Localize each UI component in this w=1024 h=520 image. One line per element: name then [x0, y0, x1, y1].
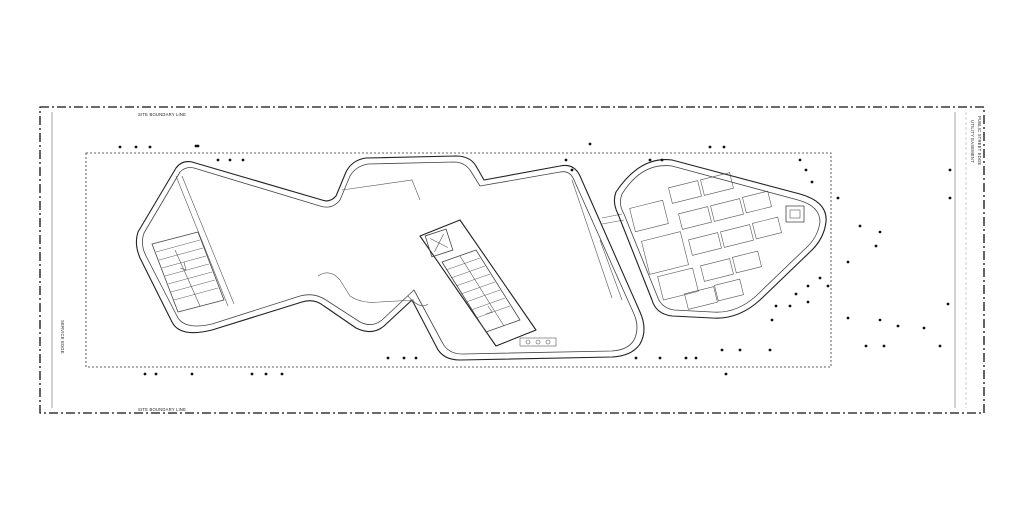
column-dot — [118, 145, 122, 149]
column-dot — [896, 324, 900, 328]
setback-line — [85, 152, 832, 368]
column-dot — [826, 284, 830, 288]
stair-west — [151, 231, 225, 313]
column-dot — [134, 145, 138, 149]
column-dot — [948, 168, 952, 172]
bridge-link — [601, 213, 625, 225]
column-dot — [794, 292, 798, 296]
column-dot — [154, 372, 158, 376]
column-dot — [264, 372, 268, 376]
stair-central — [419, 219, 557, 347]
site-boundary-label-bottom: SITE BOUNDARY LINE — [138, 407, 186, 412]
column-dot — [228, 158, 232, 162]
column-dot — [946, 302, 950, 306]
public-street-edge-label: PUBLIC STREET EDGE — [977, 116, 982, 165]
column-dot — [722, 145, 726, 149]
column-dot — [846, 260, 850, 264]
column-dot — [684, 356, 688, 360]
column-dot — [806, 284, 810, 288]
column-dot — [770, 318, 774, 322]
column-dot — [402, 356, 406, 360]
column-dot — [694, 356, 698, 360]
column-dot — [922, 326, 926, 330]
column-dot — [878, 318, 882, 322]
arrow-icon — [179, 261, 187, 271]
column-dot — [738, 348, 742, 352]
column-dot — [648, 158, 652, 162]
column-markers — [118, 142, 952, 376]
utility-easement-label: UTILITY EASEMENT — [970, 120, 975, 163]
column-dot — [858, 224, 862, 228]
column-dot — [846, 316, 850, 320]
column-dot — [386, 356, 390, 360]
column-dot — [280, 372, 284, 376]
column-dot — [588, 142, 592, 146]
building-east-wing — [613, 159, 827, 319]
column-dot — [774, 304, 778, 308]
column-dot — [660, 158, 664, 162]
column-dot — [414, 356, 418, 360]
site-boundary-line — [39, 106, 985, 414]
elevator-core-icon — [424, 228, 454, 258]
column-dot — [724, 372, 728, 376]
column-dot — [148, 145, 152, 149]
column-dot — [708, 145, 712, 149]
building-west-wing — [135, 155, 645, 361]
column-dot — [874, 244, 878, 248]
column-dot — [806, 300, 810, 304]
column-dot — [804, 168, 808, 172]
arrow-icon — [485, 305, 493, 315]
column-dot — [196, 144, 200, 148]
east-core — [785, 205, 805, 223]
service-edge-label: SERVICE EDGE — [60, 320, 65, 354]
column-dot — [241, 158, 245, 162]
column-dot — [634, 356, 638, 360]
column-dot — [564, 158, 568, 162]
column-dot — [194, 144, 198, 148]
column-dot — [882, 344, 886, 348]
column-dot — [818, 276, 822, 280]
column-dot — [810, 180, 814, 184]
column-dot — [878, 230, 882, 234]
column-dot — [798, 158, 802, 162]
column-dot — [788, 304, 792, 308]
column-dot — [948, 196, 952, 200]
site-boundary-label-top: SITE BOUNDARY LINE — [138, 112, 186, 117]
column-dot — [836, 196, 840, 200]
column-dot — [190, 372, 194, 376]
column-dot — [768, 348, 772, 352]
column-dot — [658, 356, 662, 360]
column-dot — [143, 372, 147, 376]
column-dot — [570, 168, 574, 172]
column-dot — [720, 348, 724, 352]
column-dot — [216, 158, 220, 162]
column-dot — [250, 372, 254, 376]
column-dot — [864, 344, 868, 348]
column-dot — [938, 344, 942, 348]
